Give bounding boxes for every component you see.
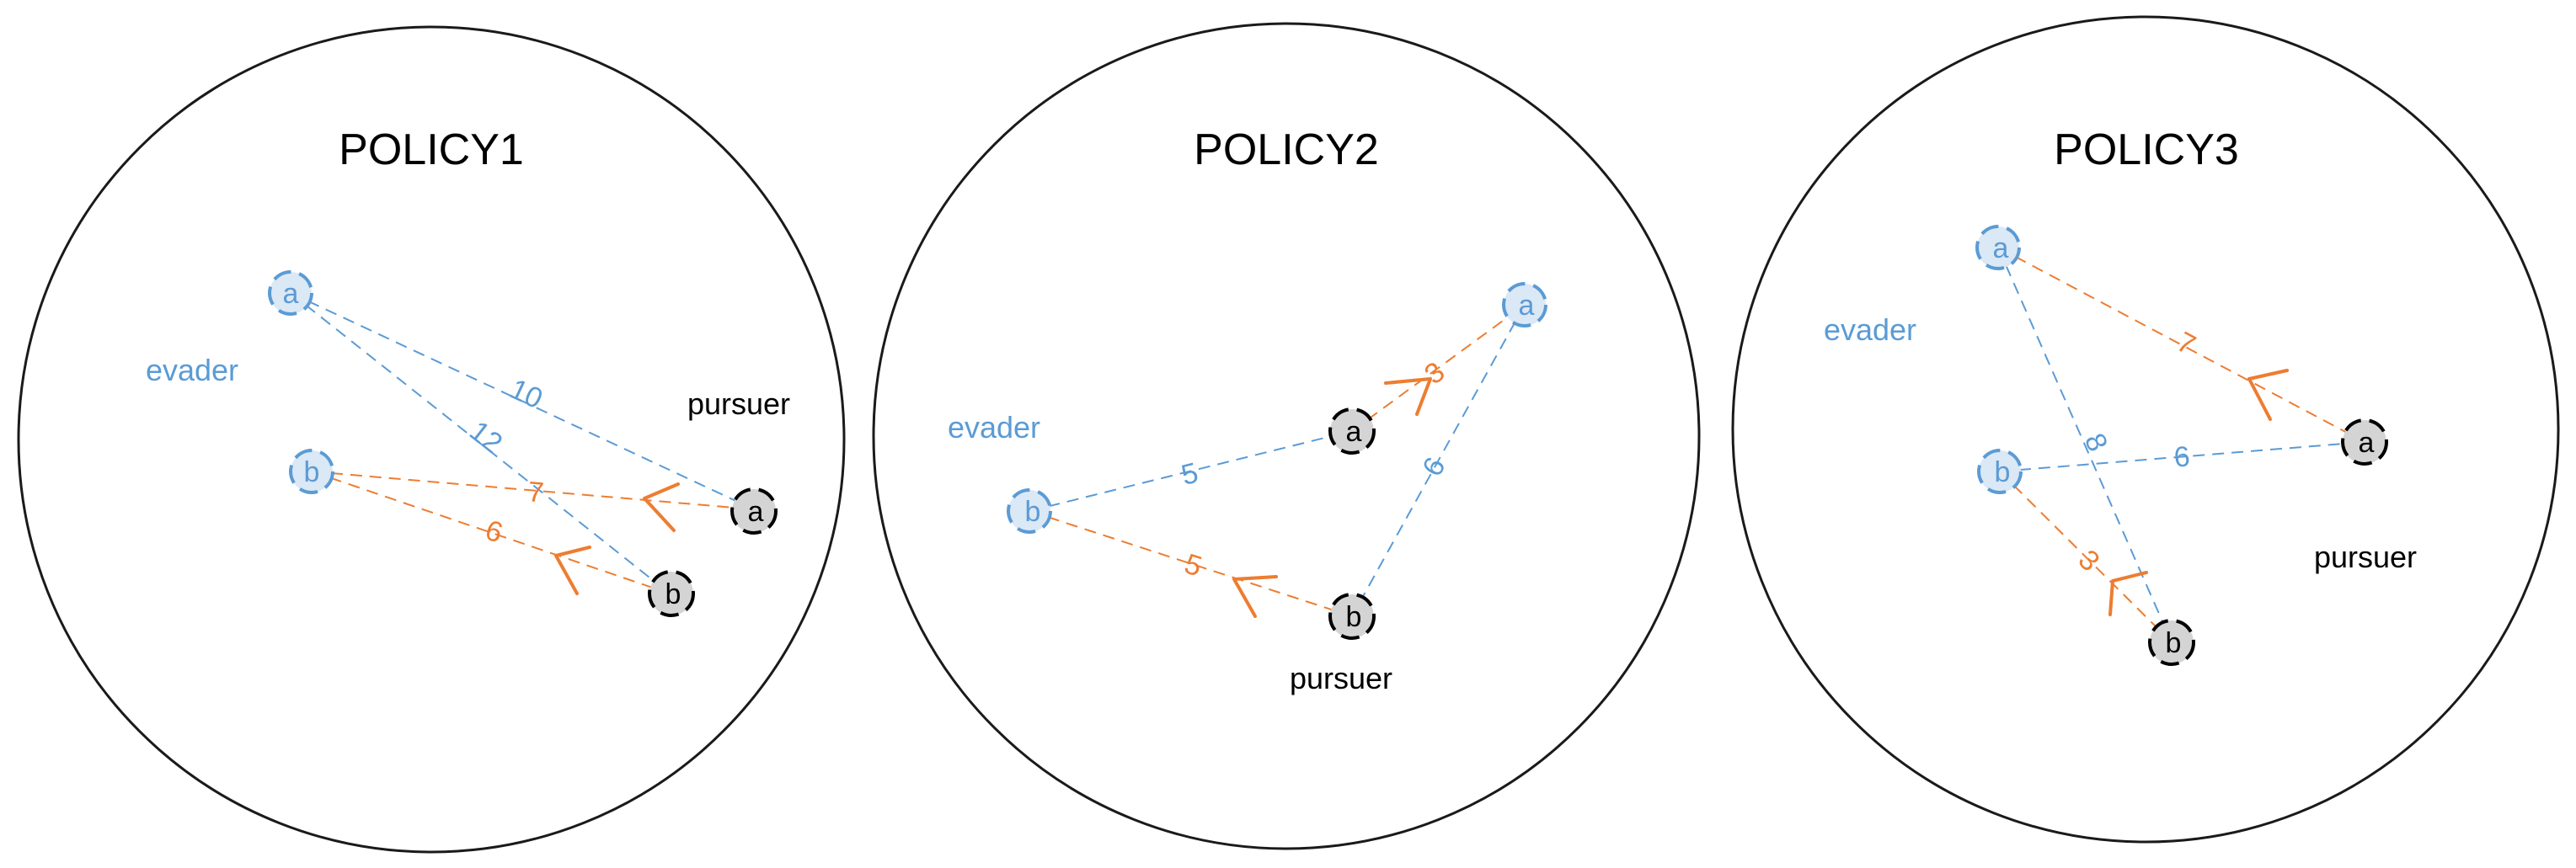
svg-text:b: b — [1995, 456, 2011, 488]
edge-evader-b-to-pursuer-b — [1029, 510, 1353, 617]
pursuer-node-a: a — [2341, 418, 2388, 466]
edge-evader-a-to-pursuer-b — [1997, 247, 2172, 643]
evader-node-a: a — [268, 270, 313, 316]
evader-label: evader — [948, 410, 1040, 445]
policy-boundary-circle — [872, 22, 1701, 850]
arrow-head — [1232, 575, 1278, 618]
arrow-head — [2108, 571, 2148, 616]
edge-label: 7 — [526, 476, 545, 509]
policy-title: POLICY3 — [2054, 125, 2239, 174]
svg-text:b: b — [304, 456, 320, 488]
edge-label: 5 — [1181, 548, 1206, 583]
policy-title: POLICY1 — [339, 125, 524, 174]
edge-evader-b-to-pursuer-a — [1029, 430, 1353, 512]
evader-node-a: a — [1502, 282, 1547, 327]
evader-node-b: b — [1977, 449, 2023, 494]
pursuer-label: pursuer — [1290, 661, 1392, 695]
edge-evader-b-to-pursuer-a — [1999, 441, 2365, 472]
pursuer-node-b: b — [648, 570, 695, 617]
pursuer-label: pursuer — [687, 386, 790, 421]
pursuer-node-b: b — [1328, 593, 1376, 640]
policy-boundary-circle — [1731, 15, 2560, 844]
edge-evader-a-to-pursuer-b — [290, 292, 671, 594]
evader-label: evader — [146, 353, 238, 387]
pursuer-node-b: b — [2148, 619, 2195, 666]
policy-panel-3: POLICY3 evader pursuer 7 8 6 3 a b a b — [1731, 15, 2560, 844]
svg-text:b: b — [665, 578, 681, 610]
svg-text:a: a — [748, 496, 764, 528]
policy-panel-1: POLICY1 evader pursuer 10 12 7 6 a b a b — [17, 25, 846, 854]
pursuer-node-a: a — [730, 487, 778, 535]
svg-text:b: b — [2166, 627, 2182, 659]
edge-pursuer-a-to-evader-a — [1351, 304, 1526, 432]
edge-label: 6 — [1416, 452, 1451, 482]
edge-label: 6 — [482, 514, 507, 550]
pursuer-node-a: a — [1328, 407, 1376, 455]
arrow-head — [554, 546, 591, 595]
edge-evader-a-to-pursuer-a — [290, 292, 755, 510]
evader-node-b: b — [289, 449, 334, 494]
edge-evader-b-to-pursuer-b — [311, 471, 671, 594]
evader-node-a: a — [1975, 225, 2021, 270]
svg-text:a: a — [1346, 416, 1362, 448]
edge-label: 6 — [2172, 440, 2191, 473]
policy-title: POLICY2 — [1194, 125, 1379, 174]
edge-evader-b-to-pursuer-b — [1999, 471, 2172, 643]
pursuer-label: pursuer — [2314, 540, 2417, 574]
policy-boundary-circle — [17, 25, 846, 854]
arrow-head — [2247, 369, 2289, 421]
svg-text:a: a — [1993, 232, 2009, 264]
edge-label: 12 — [463, 415, 508, 460]
svg-text:b: b — [1346, 601, 1362, 633]
policy-panel-2: POLICY2 evader pursuer 3 5 6 5 a b a b — [872, 22, 1701, 850]
arrow-head — [1384, 377, 1432, 416]
edge-evader-a-to-pursuer-b — [1351, 304, 1526, 617]
svg-text:a: a — [1519, 290, 1535, 322]
svg-text:b: b — [1025, 496, 1041, 528]
evader-node-b: b — [1007, 488, 1052, 534]
evader-label: evader — [1824, 312, 1916, 347]
edge-evader-b-to-pursuer-a — [311, 471, 755, 510]
svg-text:a: a — [283, 278, 299, 310]
edge-label: 10 — [505, 373, 547, 415]
edge-label: 7 — [2172, 326, 2201, 361]
edge-evader-a-to-pursuer-a — [1997, 247, 2365, 443]
edge-label: 8 — [2078, 429, 2114, 456]
edge-label: 5 — [1178, 457, 1202, 492]
edge-label: 3 — [1419, 356, 1451, 391]
svg-text:a: a — [2359, 427, 2375, 459]
arrow-head — [643, 482, 680, 532]
